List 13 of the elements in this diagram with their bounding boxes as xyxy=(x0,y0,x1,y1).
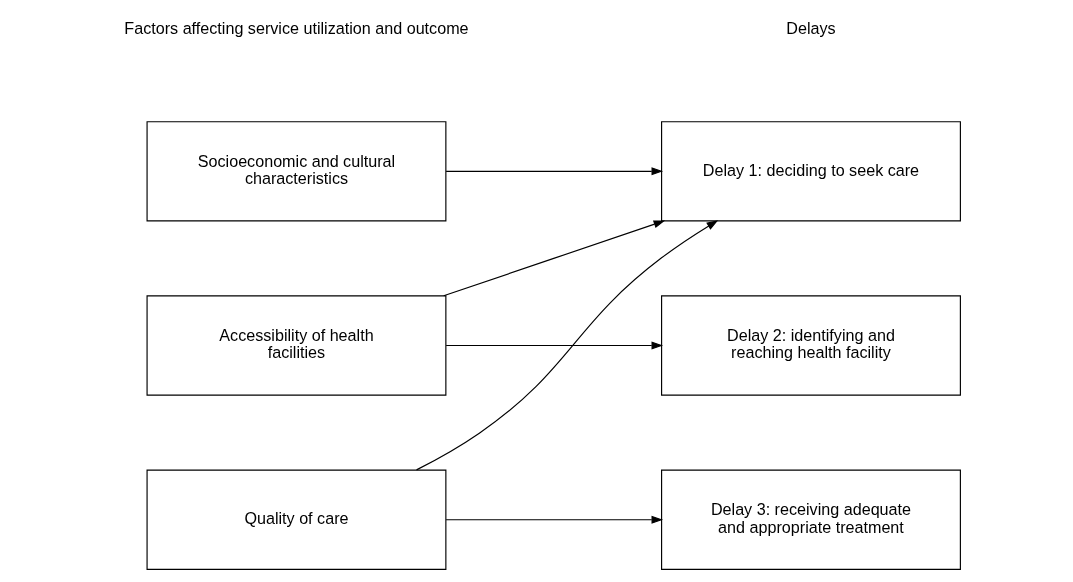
label: Delays xyxy=(785,18,836,37)
node-box: Socioeconomic and cultural characteristics xyxy=(146,121,446,222)
node-box: Accessibility of health facilities xyxy=(146,295,446,396)
arrow xyxy=(445,515,663,524)
node-box: Delay 3: receiving adequate and appropriate treatment xyxy=(660,469,961,570)
arrow xyxy=(445,167,663,176)
node-box: Quality of care xyxy=(146,469,446,570)
arrow xyxy=(445,341,663,350)
label: Factors affecting service utilization and outcome xyxy=(123,18,469,37)
arrow xyxy=(415,220,718,471)
arrow xyxy=(442,220,665,297)
node-box: Delay 2: identifying and reaching health facility xyxy=(660,295,961,396)
node-box: Delay 1: deciding to seek care xyxy=(660,121,961,222)
